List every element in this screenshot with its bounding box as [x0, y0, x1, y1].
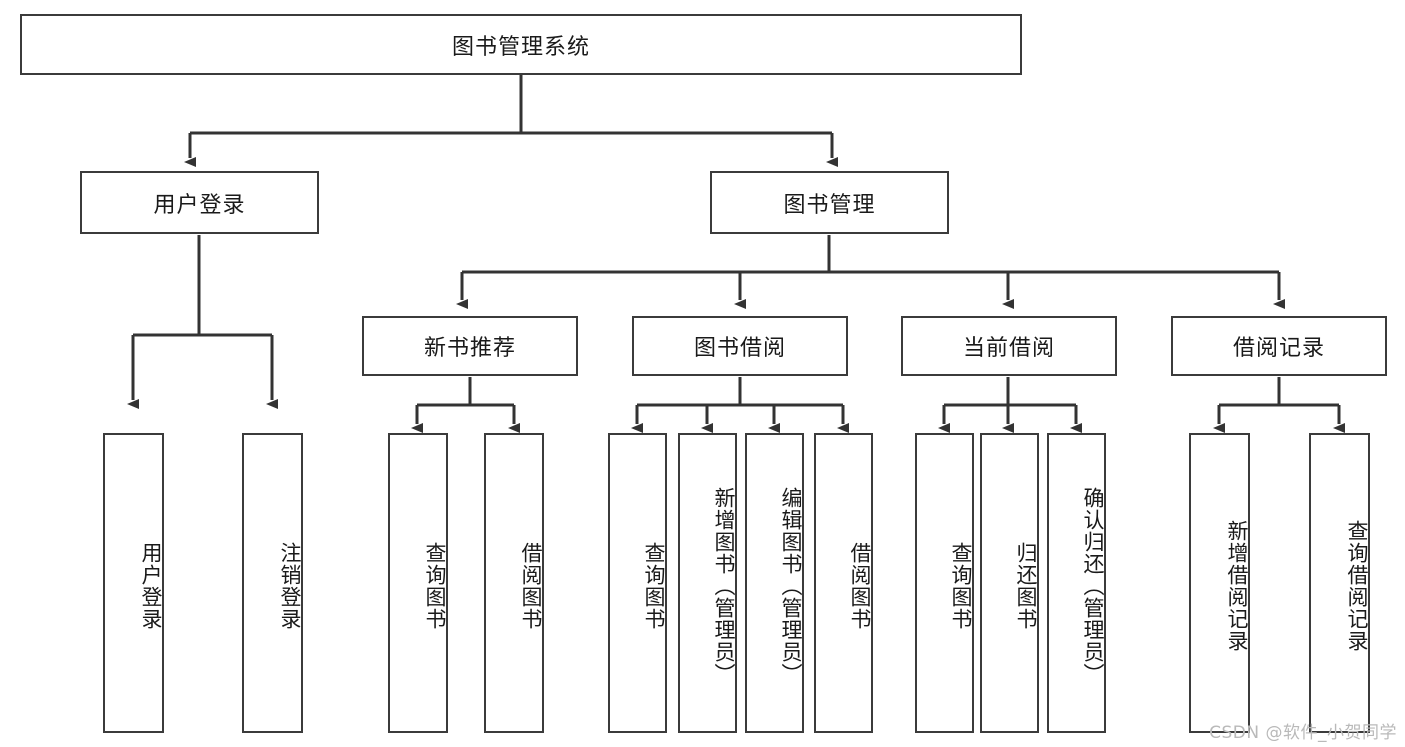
- node-leaf-user-login[interactable]: 用户登录: [103, 433, 164, 733]
- node-leaf-borrow-book-2-label: 借阅图书: [848, 542, 872, 630]
- node-leaf-query-record[interactable]: 查询借阅记录: [1309, 433, 1370, 733]
- node-leaf-borrow-book-1-label: 借阅图书: [519, 542, 543, 630]
- node-current-borrow-label: 当前借阅: [962, 336, 1055, 361]
- node-new-book-rec[interactable]: 新书推荐: [362, 316, 578, 376]
- watermark: CSDN @软件_小贺同学: [1209, 723, 1397, 743]
- node-new-book-rec-label: 新书推荐: [423, 336, 516, 361]
- node-leaf-add-record[interactable]: 新增借阅记录: [1189, 433, 1250, 733]
- node-borrow-record-label: 借阅记录: [1232, 336, 1325, 361]
- node-borrow-record[interactable]: 借阅记录: [1171, 316, 1387, 376]
- node-leaf-query-book-1[interactable]: 查询图书: [388, 433, 448, 733]
- node-leaf-edit-book[interactable]: 编辑图书（管理员）: [745, 433, 804, 733]
- node-book-borrow-label: 图书借阅: [693, 336, 786, 361]
- node-leaf-logout-label: 注销登录: [278, 542, 302, 630]
- node-leaf-add-book[interactable]: 新增图书（管理员）: [678, 433, 737, 733]
- node-leaf-confirm-return-label: 确认归还（管理员）: [1081, 487, 1105, 685]
- node-user-login[interactable]: 用户登录: [80, 171, 319, 234]
- node-book-manage-label: 图书管理: [783, 192, 876, 218]
- node-current-borrow[interactable]: 当前借阅: [901, 316, 1117, 376]
- node-leaf-query-book-2-label: 查询图书: [642, 542, 666, 630]
- node-leaf-edit-book-label: 编辑图书（管理员）: [779, 487, 803, 685]
- node-book-borrow[interactable]: 图书借阅: [632, 316, 848, 376]
- node-user-login-label: 用户登录: [153, 192, 246, 218]
- node-leaf-borrow-book-1[interactable]: 借阅图书: [484, 433, 544, 733]
- node-leaf-query-book-3-label: 查询图书: [949, 542, 973, 630]
- node-leaf-add-record-label: 新增借阅记录: [1225, 520, 1249, 652]
- node-leaf-query-book-2[interactable]: 查询图书: [608, 433, 667, 733]
- node-root-label: 图书管理系统: [451, 34, 590, 60]
- node-book-manage[interactable]: 图书管理: [710, 171, 949, 234]
- node-leaf-query-book-3[interactable]: 查询图书: [915, 433, 974, 733]
- node-leaf-return-book[interactable]: 归还图书: [980, 433, 1039, 733]
- node-leaf-query-record-label: 查询借阅记录: [1345, 520, 1369, 652]
- node-root[interactable]: 图书管理系统: [20, 14, 1022, 75]
- node-leaf-logout[interactable]: 注销登录: [242, 433, 303, 733]
- node-leaf-return-book-label: 归还图书: [1014, 542, 1038, 630]
- node-leaf-confirm-return[interactable]: 确认归还（管理员）: [1047, 433, 1106, 733]
- node-leaf-query-book-1-label: 查询图书: [423, 542, 447, 630]
- node-leaf-add-book-label: 新增图书（管理员）: [712, 487, 736, 685]
- node-leaf-borrow-book-2[interactable]: 借阅图书: [814, 433, 873, 733]
- node-leaf-user-login-label: 用户登录: [139, 542, 163, 630]
